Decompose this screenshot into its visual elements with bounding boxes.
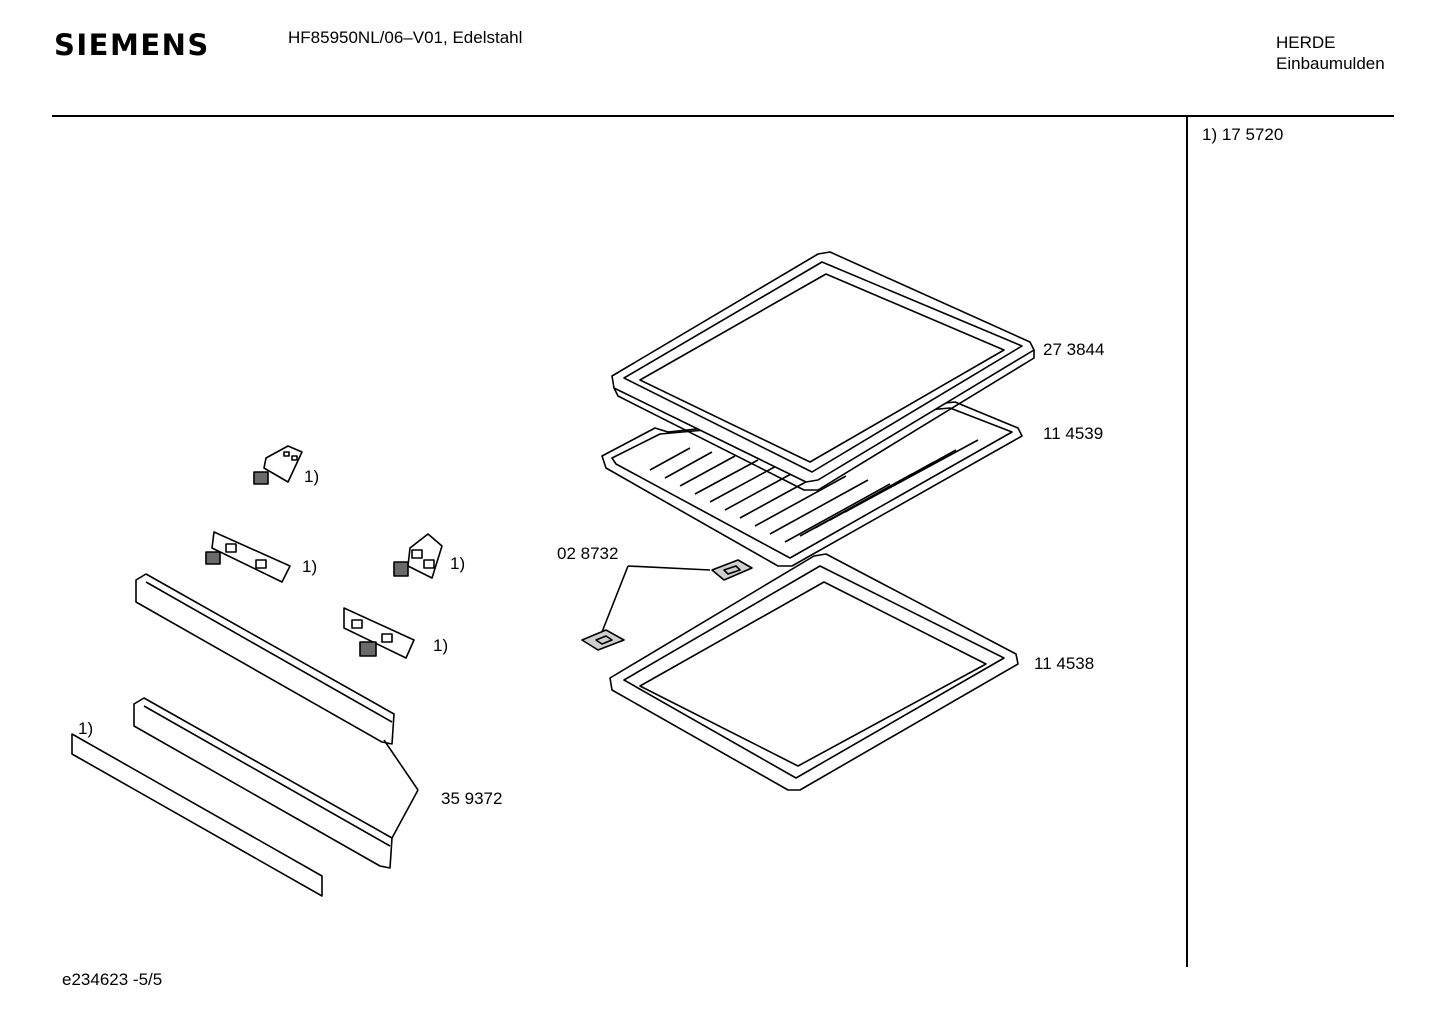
- category-block: HERDE Einbaumulden: [1276, 32, 1385, 74]
- ref-hinge-top: 1): [304, 467, 320, 486]
- slide-clips: [581, 559, 753, 651]
- side-divider: [1186, 117, 1188, 967]
- leader-line-strip-lower: [391, 789, 419, 839]
- deep-tray: [611, 251, 1035, 491]
- ref-hinge-left: 1): [302, 557, 318, 576]
- hinge-part-lower: [343, 607, 415, 659]
- grill-rack: [601, 401, 1023, 567]
- footnote-legend: 1) 17 5720: [1202, 125, 1284, 144]
- hinge-part-right: [393, 533, 443, 579]
- brand-logo: SIEMENS: [54, 28, 210, 62]
- ref-cover-strip: 1): [78, 719, 94, 738]
- header-divider: [52, 115, 1394, 117]
- ref-hinge-right: 1): [450, 554, 466, 573]
- leader-line-strip-upper: [383, 739, 419, 791]
- label-front-strip: 35 9372: [441, 789, 503, 808]
- cover-strip: [71, 733, 323, 897]
- document-id: e234623 -5/5: [62, 970, 163, 989]
- model-title: HF85950NL/06–V01, Edelstahl: [288, 28, 523, 47]
- flat-tray: [609, 553, 1019, 791]
- label-grill-rack: 11 4539: [1043, 424, 1104, 443]
- label-flat-tray: 11 4538: [1034, 654, 1095, 673]
- label-slide-clip: 02 8732: [557, 544, 619, 563]
- hinge-part-left: [205, 531, 291, 583]
- label-deep-tray: 27 3844: [1043, 340, 1105, 359]
- ref-hinge-lower: 1): [433, 636, 449, 655]
- category-line-1: HERDE: [1276, 33, 1336, 52]
- front-strip-upper: [135, 573, 395, 745]
- hinge-part-top: [253, 445, 303, 485]
- front-strip-lower: [133, 697, 393, 869]
- category-line-2: Einbaumulden: [1276, 54, 1385, 73]
